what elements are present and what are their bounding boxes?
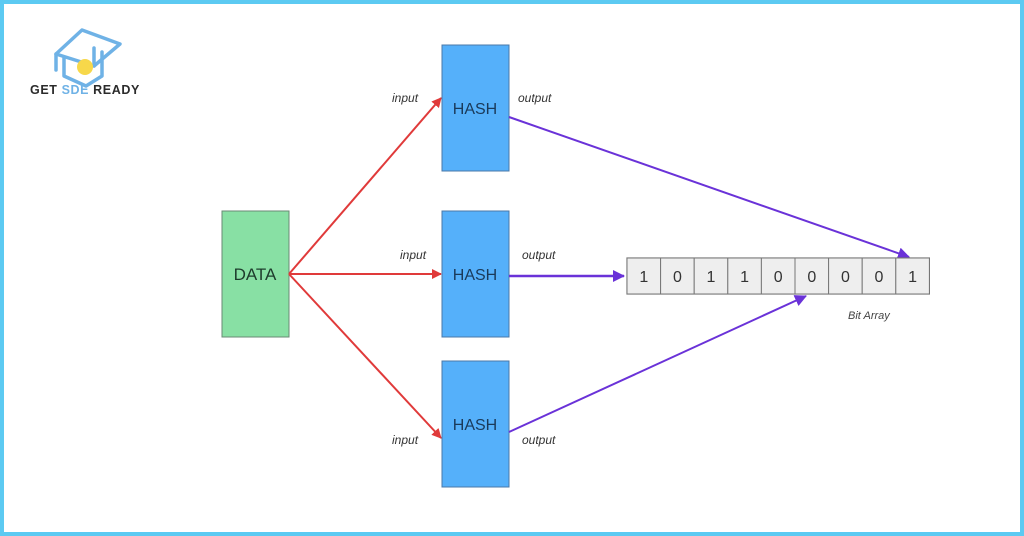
input-label: input (392, 91, 419, 105)
bit-cell: 1 (693, 257, 729, 295)
bit-value: 1 (707, 269, 716, 286)
hash-node-3: HASH (441, 360, 510, 488)
bit-array-caption: Bit Array (848, 310, 891, 322)
bit-value: 1 (908, 269, 917, 286)
bit-value: 0 (774, 269, 783, 286)
input-arrow-1 (288, 97, 442, 275)
logo-graduation-cap-icon (54, 28, 122, 88)
bit-array: 1 0 1 1 0 0 0 0 1 (626, 257, 930, 295)
bit-value: 0 (807, 269, 816, 286)
hash-label: HASH (453, 417, 497, 434)
output-label: output (522, 433, 556, 447)
output-label: output (522, 248, 556, 262)
bit-cell: 1 (626, 257, 662, 295)
bit-cell: 0 (760, 257, 796, 295)
bit-cell: 0 (828, 257, 863, 295)
bit-cell-box (895, 257, 930, 295)
input-label: input (400, 248, 427, 262)
brand-name-part3: READY (93, 83, 140, 97)
hash-label: HASH (453, 267, 497, 284)
bit-value: 0 (841, 269, 850, 286)
hash-node-1: HASH (441, 44, 510, 172)
bit-cell-box (693, 257, 729, 295)
bit-cell-box (760, 257, 796, 295)
bit-value: 1 (639, 269, 648, 286)
bit-cell: 1 (895, 257, 930, 295)
input-label: input (392, 433, 419, 447)
output-arrow-1 (508, 116, 910, 260)
brand-name: GET SDE READY (30, 83, 140, 97)
hash-node-2: HASH (441, 210, 510, 338)
bit-cell-box (861, 257, 897, 295)
data-node: DATA (221, 210, 290, 338)
bit-cell-box (626, 257, 662, 295)
output-arrow-3 (508, 295, 807, 433)
bit-value: 1 (740, 269, 749, 286)
data-node-label: DATA (234, 265, 277, 284)
hash-label: HASH (453, 101, 497, 118)
brand-name-part1: GET (30, 83, 58, 97)
bit-cell: 1 (727, 257, 762, 295)
input-arrow-3 (288, 273, 442, 439)
bit-value: 0 (875, 269, 884, 286)
bit-cell: 0 (861, 257, 897, 295)
brand-name-part2: SDE (61, 83, 90, 97)
bit-cell: 0 (794, 257, 830, 295)
output-label: output (518, 91, 552, 105)
bit-cell-box (828, 257, 863, 295)
bit-cell: 0 (660, 257, 695, 295)
bit-value: 0 (673, 269, 682, 286)
